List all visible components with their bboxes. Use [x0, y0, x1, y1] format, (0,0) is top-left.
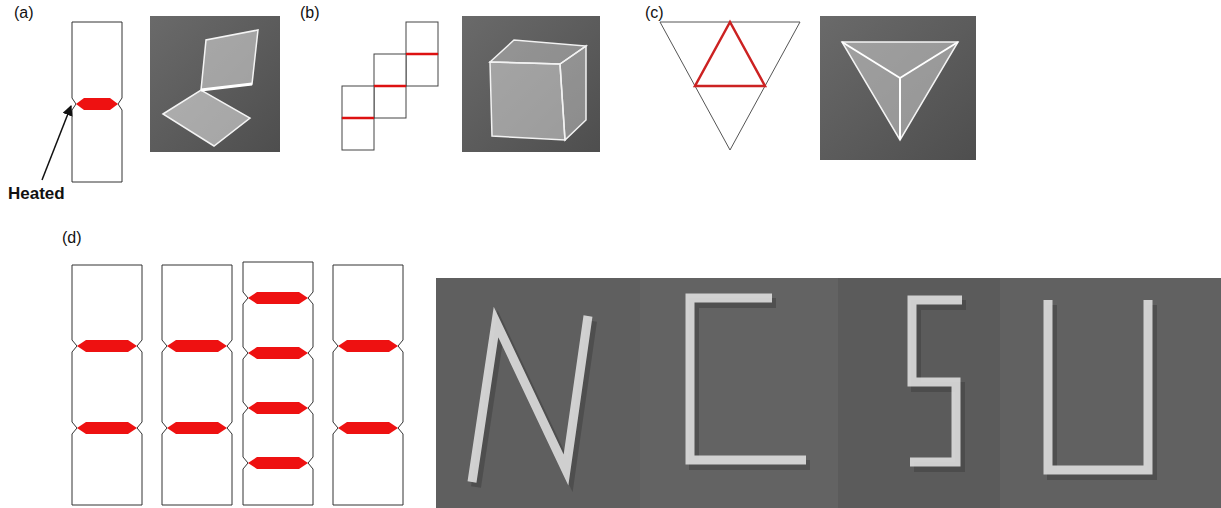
- pyramid: [842, 42, 958, 140]
- sheet: [201, 30, 258, 90]
- pyramid-edge: [899, 78, 901, 140]
- strip-outline: [333, 265, 403, 505]
- folded-letter-s: [910, 300, 962, 462]
- heated-hinge: [695, 22, 765, 86]
- photo-background: [640, 278, 838, 508]
- photo-c: [820, 16, 976, 160]
- strip-schematics-d: [72, 262, 403, 505]
- face: [342, 118, 374, 150]
- face: [342, 86, 374, 118]
- photo-background: [838, 278, 1000, 508]
- pyramid-edge: [842, 42, 900, 78]
- panel-label: (d): [62, 229, 82, 247]
- photo-a: [150, 16, 280, 152]
- heated-hinge: [76, 98, 118, 110]
- panel-label: (c): [645, 4, 664, 22]
- strip-outline: [243, 262, 313, 505]
- cube-face: [490, 62, 565, 140]
- heated-hinge: [248, 347, 308, 359]
- heated-hinge: [77, 340, 137, 352]
- sheet: [163, 90, 250, 146]
- heated-hinge: [248, 457, 308, 469]
- folded-letter-u: [1048, 300, 1148, 470]
- strip-outline: [162, 265, 232, 505]
- photo-b: [462, 16, 600, 152]
- tetra-net: [660, 22, 800, 150]
- shadow: [694, 303, 810, 465]
- photo-background: [820, 16, 976, 160]
- heated-hinge: [77, 422, 137, 434]
- heated-hinge: [248, 402, 308, 414]
- strip-outline: [72, 22, 122, 182]
- photo-d: [436, 278, 1221, 508]
- cube-net: [342, 22, 438, 150]
- face: [374, 54, 406, 86]
- heated-hinge: [167, 340, 227, 352]
- panel-label: (b): [300, 4, 320, 22]
- photo-background: [150, 16, 280, 152]
- folded-letter-c: [690, 298, 806, 460]
- face: [406, 54, 438, 86]
- panel-label: (a): [14, 4, 34, 22]
- heated-hinge: [338, 422, 398, 434]
- heated-hinge: [167, 422, 227, 434]
- fold-line: [201, 84, 252, 90]
- annotation-label: Heated: [8, 184, 65, 204]
- strip-schematic-a: [42, 22, 122, 182]
- face: [374, 86, 406, 118]
- heated-hinge: [248, 292, 308, 304]
- strip-outline: [72, 265, 142, 505]
- heated-hinge: [342, 117, 374, 120]
- folded-letter-n: [472, 316, 588, 482]
- pyramid-edge: [900, 42, 958, 78]
- photo-background: [436, 278, 640, 508]
- photo-background: [1000, 278, 1221, 508]
- net-outline: [660, 22, 800, 150]
- heated-hinge: [338, 340, 398, 352]
- heated-hinge: [406, 53, 438, 56]
- leader-arrow: [42, 106, 71, 180]
- cube-face: [490, 40, 586, 64]
- face: [406, 22, 438, 54]
- shadow: [1052, 305, 1152, 475]
- heated-hinge: [374, 85, 406, 88]
- photo-background: [462, 16, 600, 152]
